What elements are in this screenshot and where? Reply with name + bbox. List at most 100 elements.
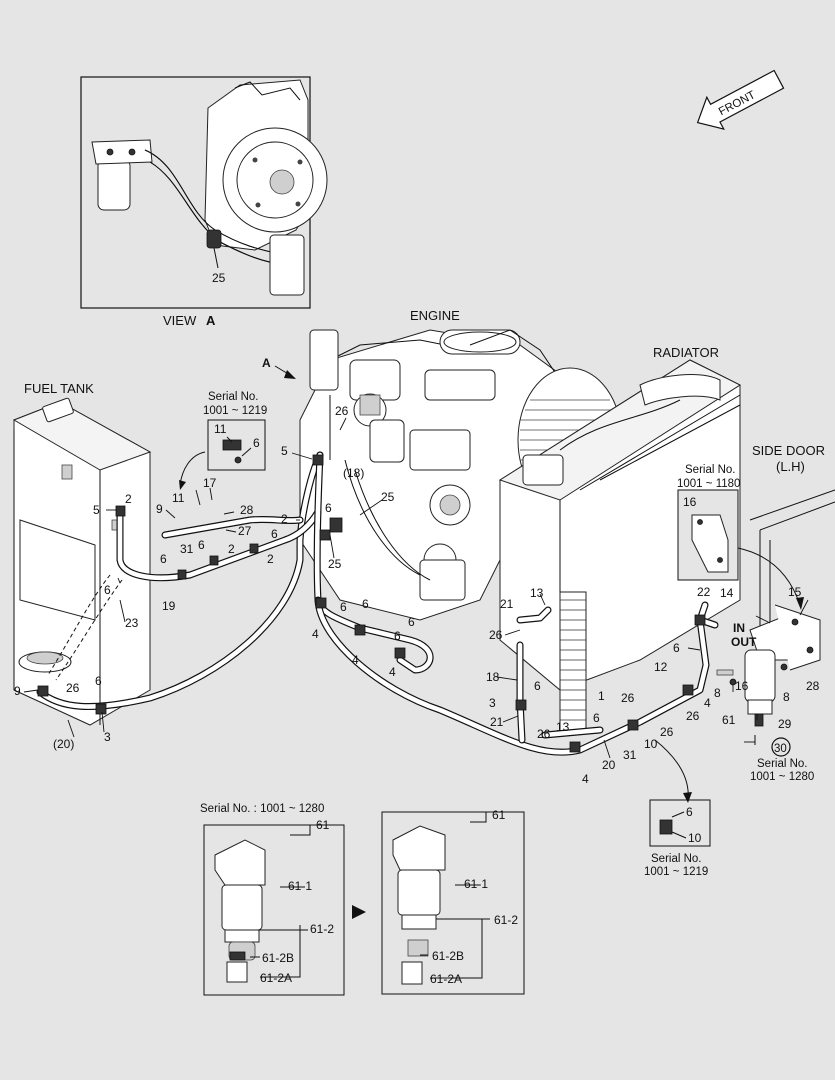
- water-separator: 30: [716, 604, 821, 757]
- part-30-label: 30: [774, 743, 787, 755]
- callout: 4: [389, 665, 396, 679]
- serial-right-line1: Serial No.: [685, 464, 736, 476]
- callout: 6: [160, 552, 167, 566]
- callout: 19: [162, 599, 176, 613]
- callout: 26: [489, 628, 503, 642]
- callout-leaders: [23, 417, 809, 759]
- callout: 15: [788, 585, 802, 599]
- callout: 3: [489, 696, 496, 710]
- callout-labels: 26 (18) 5 25 2 6 9 11 17 28 27 31 2 6 2 …: [14, 404, 820, 786]
- part30-serial-line2: 1001 ~ 1280: [750, 771, 814, 783]
- right-assy-61: 61: [492, 808, 506, 822]
- serial-right-line2: 1001 ~ 1180: [677, 478, 740, 490]
- callout: 4: [352, 653, 359, 667]
- callout: 4: [582, 772, 589, 786]
- serial-left-line1: Serial No.: [208, 391, 259, 403]
- callout: 5: [281, 444, 288, 458]
- callout: (20): [53, 737, 74, 751]
- serial-clamp-line2: 1001 ~ 1219: [644, 866, 708, 878]
- callout: 29: [778, 717, 792, 731]
- left-seal-61-2B: 61-2B: [262, 951, 294, 965]
- callout: 26: [621, 691, 635, 705]
- callout: 10: [644, 737, 658, 751]
- serial-box-left: [179, 419, 266, 490]
- right-bowl-61-2: 61-2: [494, 913, 518, 927]
- callout: 2: [281, 512, 288, 526]
- callout: 6: [593, 711, 600, 725]
- callout: 13: [556, 720, 570, 734]
- callout: 26: [686, 709, 700, 723]
- filter-detail-right: [381, 811, 525, 995]
- serial-left-part-11: 11: [214, 422, 227, 436]
- right-seal-61-2B: 61-2B: [432, 949, 464, 963]
- flow-out-label: OUT: [731, 635, 757, 649]
- callout: 6: [340, 600, 347, 614]
- left-body-61-1: 61-1: [288, 879, 312, 893]
- callout: 6: [362, 597, 369, 611]
- fuel-tank-heading: FUEL TANK: [24, 381, 94, 396]
- view-a-letter: A: [206, 313, 216, 328]
- callout: 8: [714, 686, 721, 700]
- view-a-callout-25: 25: [212, 271, 226, 285]
- engine-heading: ENGINE: [410, 308, 460, 323]
- part30-serial-line1: Serial No.: [757, 758, 808, 770]
- left-bowl-61-2: 61-2: [310, 922, 334, 936]
- flow-in-label: IN: [733, 621, 745, 635]
- view-a-label: VIEW: [163, 313, 197, 328]
- callout: 4: [704, 696, 711, 710]
- callout: 6: [408, 615, 415, 629]
- callout: 61: [722, 713, 736, 727]
- serial-clamp-part-10: 10: [688, 831, 702, 845]
- callout: 5: [93, 503, 100, 517]
- serial-clamp-part-6: 6: [686, 805, 693, 819]
- callout: 14: [720, 586, 734, 600]
- serial-box-right: [677, 489, 804, 610]
- callout: 26: [537, 727, 551, 741]
- view-a-arrow-label: A: [262, 356, 271, 370]
- callout: 6: [104, 583, 111, 597]
- serial-left-part-6: 6: [253, 436, 260, 450]
- callout: 21: [500, 597, 514, 611]
- callout: (18): [343, 466, 364, 480]
- callout: 28: [240, 503, 254, 517]
- callout: 6: [198, 538, 205, 552]
- callout: 18: [486, 670, 500, 684]
- left-drain-61-2A: 61-2A: [260, 971, 292, 985]
- callout: 6: [394, 629, 401, 643]
- serial-box-clamp: [649, 739, 711, 847]
- left-assy-61: 61: [316, 818, 330, 832]
- callout: 26: [66, 681, 80, 695]
- callout: 31: [623, 748, 637, 762]
- callout: 2: [228, 542, 235, 556]
- callout: 21: [490, 715, 504, 729]
- callout: 25: [328, 557, 342, 571]
- serial-left-line2: 1001 ~ 1219: [203, 405, 267, 417]
- right-body-61-1: 61-1: [464, 877, 488, 891]
- radiator-assembly: [498, 359, 742, 733]
- callout: 11: [172, 491, 185, 505]
- front-arrow: FRONT: [696, 69, 785, 130]
- callout: 26: [335, 404, 349, 418]
- callout: 1: [598, 689, 605, 703]
- callout: 3: [104, 730, 111, 744]
- callout: 6: [271, 527, 278, 541]
- callout: 27: [238, 524, 252, 538]
- right-drain-61-2A: 61-2A: [430, 972, 462, 986]
- callout: 31: [180, 542, 194, 556]
- side-door-lh: (L.H): [776, 459, 805, 474]
- callout: 4: [312, 627, 319, 641]
- callout: 9: [156, 502, 163, 516]
- filter-detail-left: [203, 824, 345, 996]
- callout: 26: [660, 725, 674, 739]
- callout: 6: [673, 641, 680, 655]
- serial-clamp-line1: Serial No.: [651, 853, 702, 865]
- filter-compare-arrow: [352, 905, 366, 919]
- callout: 2: [267, 552, 274, 566]
- callout: 13: [530, 586, 544, 600]
- callout: 6: [534, 679, 541, 693]
- filter-detail-serial: Serial No. : 1001 ~ 1280: [200, 803, 324, 815]
- callout: 17: [203, 476, 217, 490]
- callout: 6: [95, 674, 102, 688]
- callout: 8: [783, 690, 790, 704]
